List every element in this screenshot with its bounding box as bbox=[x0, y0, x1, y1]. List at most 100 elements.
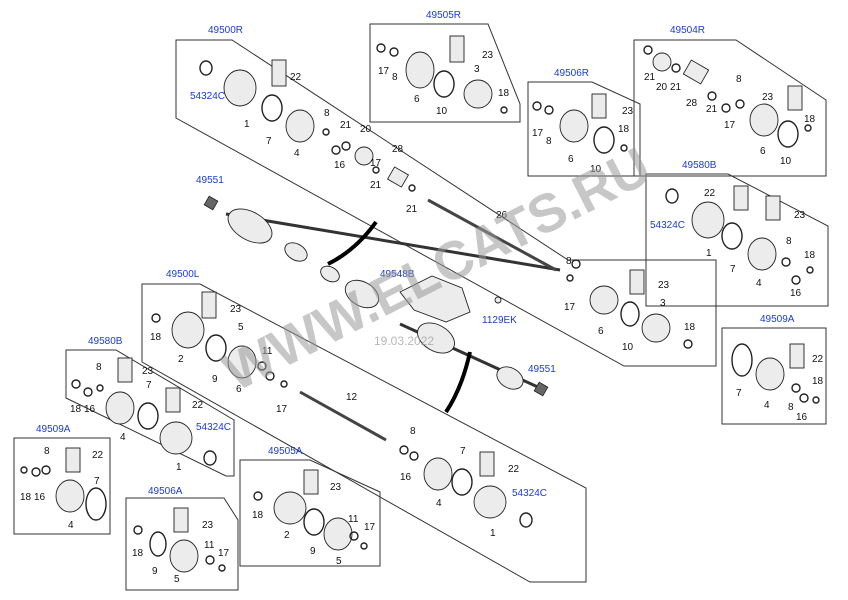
callout-18-500L: 18 bbox=[150, 332, 162, 343]
part-label-54324C-c[interactable]: 54324C bbox=[196, 422, 231, 433]
kit-parts-49580B-left bbox=[71, 357, 217, 466]
kit-parts-49500L bbox=[151, 291, 533, 528]
callout-18-rightshaft: 18 bbox=[684, 322, 696, 333]
callout-16-580B-l: 16 bbox=[84, 404, 96, 415]
callout-1-580B-l: 1 bbox=[176, 462, 182, 473]
callout-21b: 21 bbox=[370, 180, 382, 191]
callout-17-505R: 17 bbox=[378, 66, 390, 77]
callout-23-505A: 23 bbox=[330, 482, 342, 493]
callout-16-509A-l: 16 bbox=[34, 492, 46, 503]
callout-21: 21 bbox=[340, 120, 352, 131]
part-label-49548B[interactable]: 49548B bbox=[380, 269, 415, 280]
callout-20-504R: 20 bbox=[656, 82, 668, 93]
callout-4-580B-r: 4 bbox=[756, 278, 762, 289]
callout-1-580B-r: 1 bbox=[706, 248, 712, 259]
callout-6-504R: 6 bbox=[760, 146, 766, 157]
callout-16-509A-r: 16 bbox=[796, 412, 808, 423]
callout-21c-504R: 21 bbox=[706, 104, 718, 115]
callout-9-506A: 9 bbox=[152, 566, 158, 577]
callout-2-500L: 2 bbox=[178, 354, 184, 365]
callout-7-509A-r: 7 bbox=[736, 388, 742, 399]
kit-box-49500R bbox=[175, 39, 717, 367]
callout-23-580B-l: 23 bbox=[142, 366, 154, 377]
kit-label-49509A-left[interactable]: 49509A bbox=[36, 424, 71, 435]
kit-box-49506A bbox=[125, 497, 239, 591]
callout-23-506A: 23 bbox=[202, 520, 214, 531]
callout-8: 8 bbox=[324, 108, 330, 119]
callout-22-509A-r: 22 bbox=[812, 354, 824, 365]
callout-8-500L: 8 bbox=[410, 426, 416, 437]
callout-7: 7 bbox=[266, 136, 272, 147]
part-label-1129EK[interactable]: 1129EK bbox=[482, 315, 517, 326]
kit-label-49509A-right[interactable]: 49509A bbox=[760, 314, 795, 325]
callout-18-506R: 18 bbox=[618, 124, 630, 135]
callout-11-500L: 11 bbox=[262, 346, 273, 357]
callout-28-504R: 28 bbox=[686, 98, 698, 109]
right-drive-shaft bbox=[203, 195, 561, 309]
kit-parts-49509A-left bbox=[20, 447, 107, 521]
callout-11-505A: 11 bbox=[348, 514, 359, 525]
part-label-49551-top[interactable]: 49551 bbox=[196, 175, 224, 186]
callout-22-580B-r: 22 bbox=[704, 188, 716, 199]
callout-6-rightshaft: 6 bbox=[598, 326, 604, 337]
callout-22-509A-l: 22 bbox=[92, 450, 104, 461]
callout-7-580B-r: 7 bbox=[730, 264, 736, 275]
callout-18-505A: 18 bbox=[252, 510, 264, 521]
callout-18-580B-l: 18 bbox=[70, 404, 82, 415]
part-label-54324C-d[interactable]: 54324C bbox=[512, 488, 547, 499]
part-label-54324C-a[interactable]: 54324C bbox=[190, 91, 225, 102]
kit-label-49580B-right[interactable]: 49580B bbox=[682, 160, 717, 171]
kit-parts-49504R bbox=[643, 45, 812, 148]
callout-8-509A-l: 8 bbox=[44, 446, 50, 457]
arrow-lower bbox=[444, 351, 472, 414]
callout-6-505R: 6 bbox=[414, 94, 420, 105]
kit-box-49580B-left bbox=[65, 349, 235, 477]
kit-label-49500L[interactable]: 49500L bbox=[166, 269, 200, 280]
callout-4-509A-l: 4 bbox=[68, 520, 74, 531]
kit-label-49580B-left[interactable]: 49580B bbox=[88, 336, 123, 347]
callout-17-rightshaft: 17 bbox=[564, 302, 576, 313]
kit-label-49506R[interactable]: 49506R bbox=[554, 68, 589, 79]
watermark-date: 19.03.2022 bbox=[374, 334, 434, 348]
kit-parts-49580B-right bbox=[665, 185, 814, 285]
callout-22-580B-l: 22 bbox=[192, 400, 204, 411]
callout-26: 26 bbox=[496, 210, 508, 221]
kit-label-49504R[interactable]: 49504R bbox=[670, 25, 705, 36]
kit-label-49505A[interactable]: 49505A bbox=[268, 446, 303, 457]
callout-1: 1 bbox=[244, 119, 250, 130]
kit-label-49506A[interactable]: 49506A bbox=[148, 486, 183, 497]
callout-3-505R: 3 bbox=[474, 64, 480, 75]
callout-7-580B-l: 7 bbox=[146, 380, 152, 391]
callout-8-506R: 8 bbox=[546, 136, 552, 147]
callout-22-500L: 22 bbox=[508, 464, 520, 475]
callout-5-505A: 5 bbox=[336, 556, 342, 567]
kit-box-49580B-right bbox=[645, 173, 829, 307]
callout-17-504R: 17 bbox=[724, 120, 736, 131]
kit-label-49500R[interactable]: 49500R bbox=[208, 25, 243, 36]
part-numbers: 1 7 4 22 8 21 20 16 17 28 21 21 26 17 8 … bbox=[20, 50, 824, 585]
callout-4-509A-r: 4 bbox=[764, 400, 770, 411]
kit-parts-49505R bbox=[376, 35, 508, 114]
callout-10-rightshaft: 10 bbox=[622, 342, 634, 353]
callout-23-rightshaft: 23 bbox=[658, 280, 670, 291]
callout-23-580B-r: 23 bbox=[794, 210, 806, 221]
shaft-26 bbox=[427, 198, 557, 272]
callout-23-505R: 23 bbox=[482, 50, 494, 61]
callout-11-506A: 11 bbox=[204, 540, 215, 551]
kit-label-49505R[interactable]: 49505R bbox=[426, 10, 461, 21]
callout-23-506R: 23 bbox=[622, 106, 634, 117]
left-drive-shaft bbox=[399, 322, 549, 397]
callout-16-580B-r: 16 bbox=[790, 288, 802, 299]
callout-8-504R: 8 bbox=[736, 74, 742, 85]
callout-16-500L: 16 bbox=[400, 472, 412, 483]
callout-9-505A: 9 bbox=[310, 546, 316, 557]
kit-parts-49509A-right bbox=[731, 343, 820, 404]
callout-18-580B-r: 18 bbox=[804, 250, 816, 261]
kit-box-49500L bbox=[141, 283, 587, 583]
part-label-49551-bottom[interactable]: 49551 bbox=[528, 364, 556, 375]
bracket-49548B bbox=[399, 275, 502, 323]
part-label-54324C-b[interactable]: 54324C bbox=[650, 220, 685, 231]
callout-16: 16 bbox=[334, 160, 346, 171]
callout-9-500L: 9 bbox=[212, 374, 218, 385]
callout-17-500L: 17 bbox=[276, 404, 288, 415]
